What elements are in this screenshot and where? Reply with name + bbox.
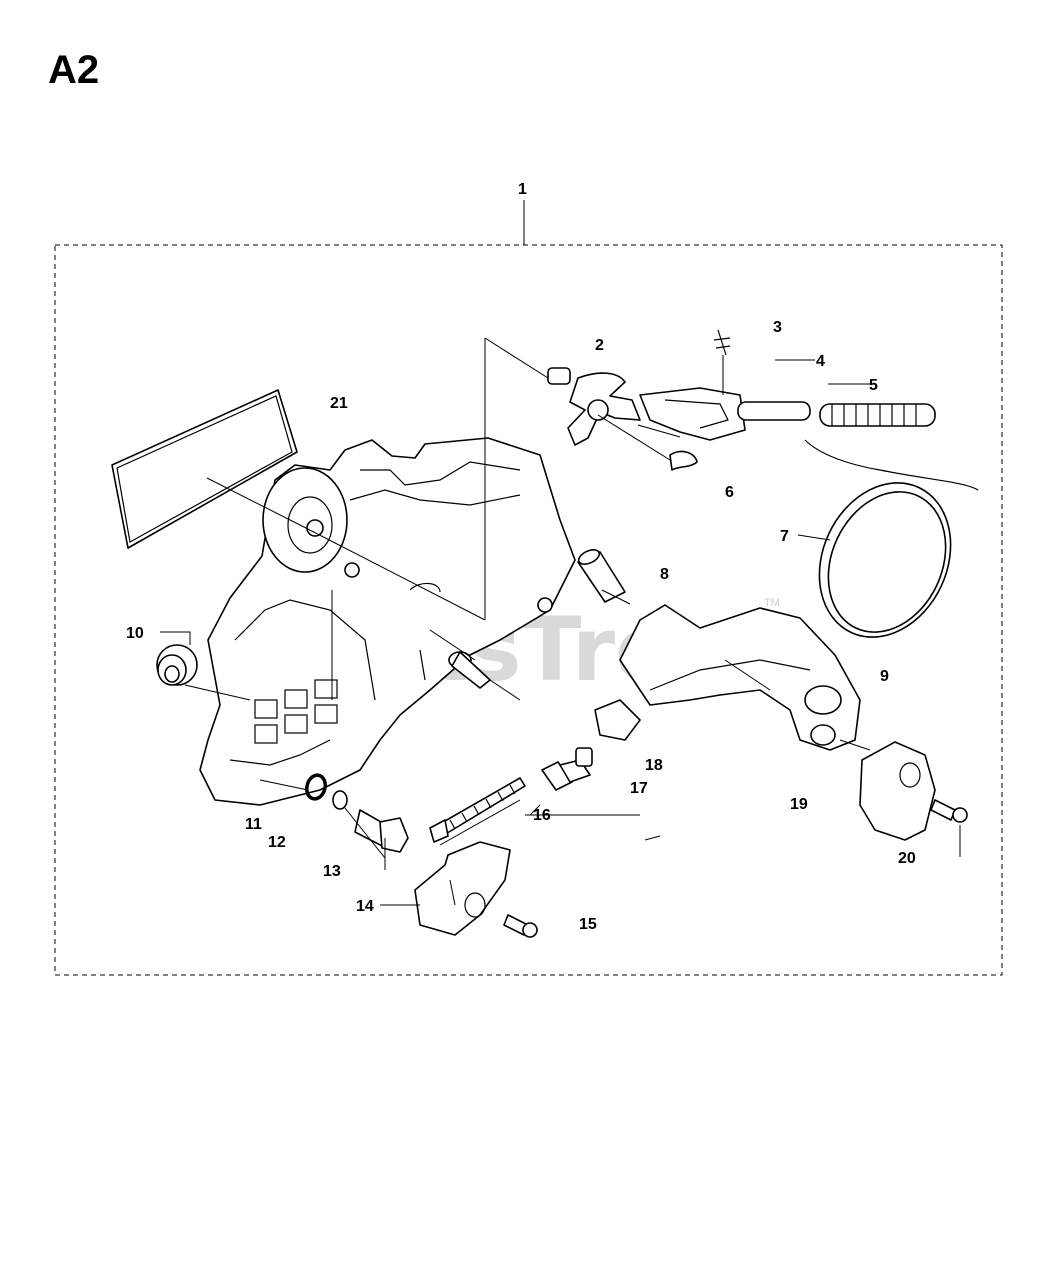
- brake-band: [818, 482, 952, 638]
- callout-2: 2: [595, 337, 604, 354]
- trademark-mark: TM: [764, 597, 780, 609]
- brake-knob: [547, 367, 641, 446]
- washer: [332, 790, 348, 810]
- tensioner-screw: [429, 777, 526, 843]
- screw-15: [503, 914, 538, 938]
- callout-10: 10: [126, 625, 144, 642]
- brake-housing: [594, 604, 861, 751]
- callout-13: 13: [323, 863, 341, 880]
- callout-18: 18: [645, 757, 663, 774]
- callout-6: 6: [725, 484, 734, 501]
- callout-15: 15: [579, 916, 597, 933]
- callout-5: 5: [869, 377, 878, 394]
- brake-lever-assembly: [639, 329, 811, 441]
- section-title: A2: [48, 48, 99, 92]
- clutch-cover: [199, 437, 576, 806]
- e-clip: [669, 450, 698, 471]
- decal-sticker: [111, 389, 298, 549]
- chain-catcher: [859, 741, 936, 841]
- callout-11: 11: [245, 816, 262, 833]
- kit-boundary: [54, 244, 1003, 976]
- callout-3: 3: [773, 319, 782, 336]
- screw-20: [930, 799, 968, 823]
- tensioner-pin: [575, 747, 593, 767]
- callout-9: 9: [880, 668, 889, 685]
- brake-spring-wire: [804, 439, 979, 491]
- callout-20: 20: [898, 850, 916, 867]
- callout-21: 21: [330, 395, 348, 412]
- bushing-pin: [448, 549, 626, 689]
- callout-7: 7: [780, 528, 789, 545]
- rubber-bushing: [156, 644, 198, 686]
- coil-spring: [819, 403, 936, 427]
- leader-lines: [160, 337, 961, 906]
- callout-4: 4: [816, 353, 825, 370]
- callout-14: 14: [356, 898, 374, 915]
- callout-1: 1: [518, 181, 527, 198]
- callout-17: 17: [630, 780, 648, 797]
- chain-guide-plate: [414, 841, 511, 936]
- callout-12: 12: [268, 834, 286, 851]
- callout-16: 16: [533, 807, 551, 824]
- callout-19: 19: [790, 796, 808, 813]
- o-ring: [305, 773, 327, 801]
- callout-8: 8: [660, 566, 669, 583]
